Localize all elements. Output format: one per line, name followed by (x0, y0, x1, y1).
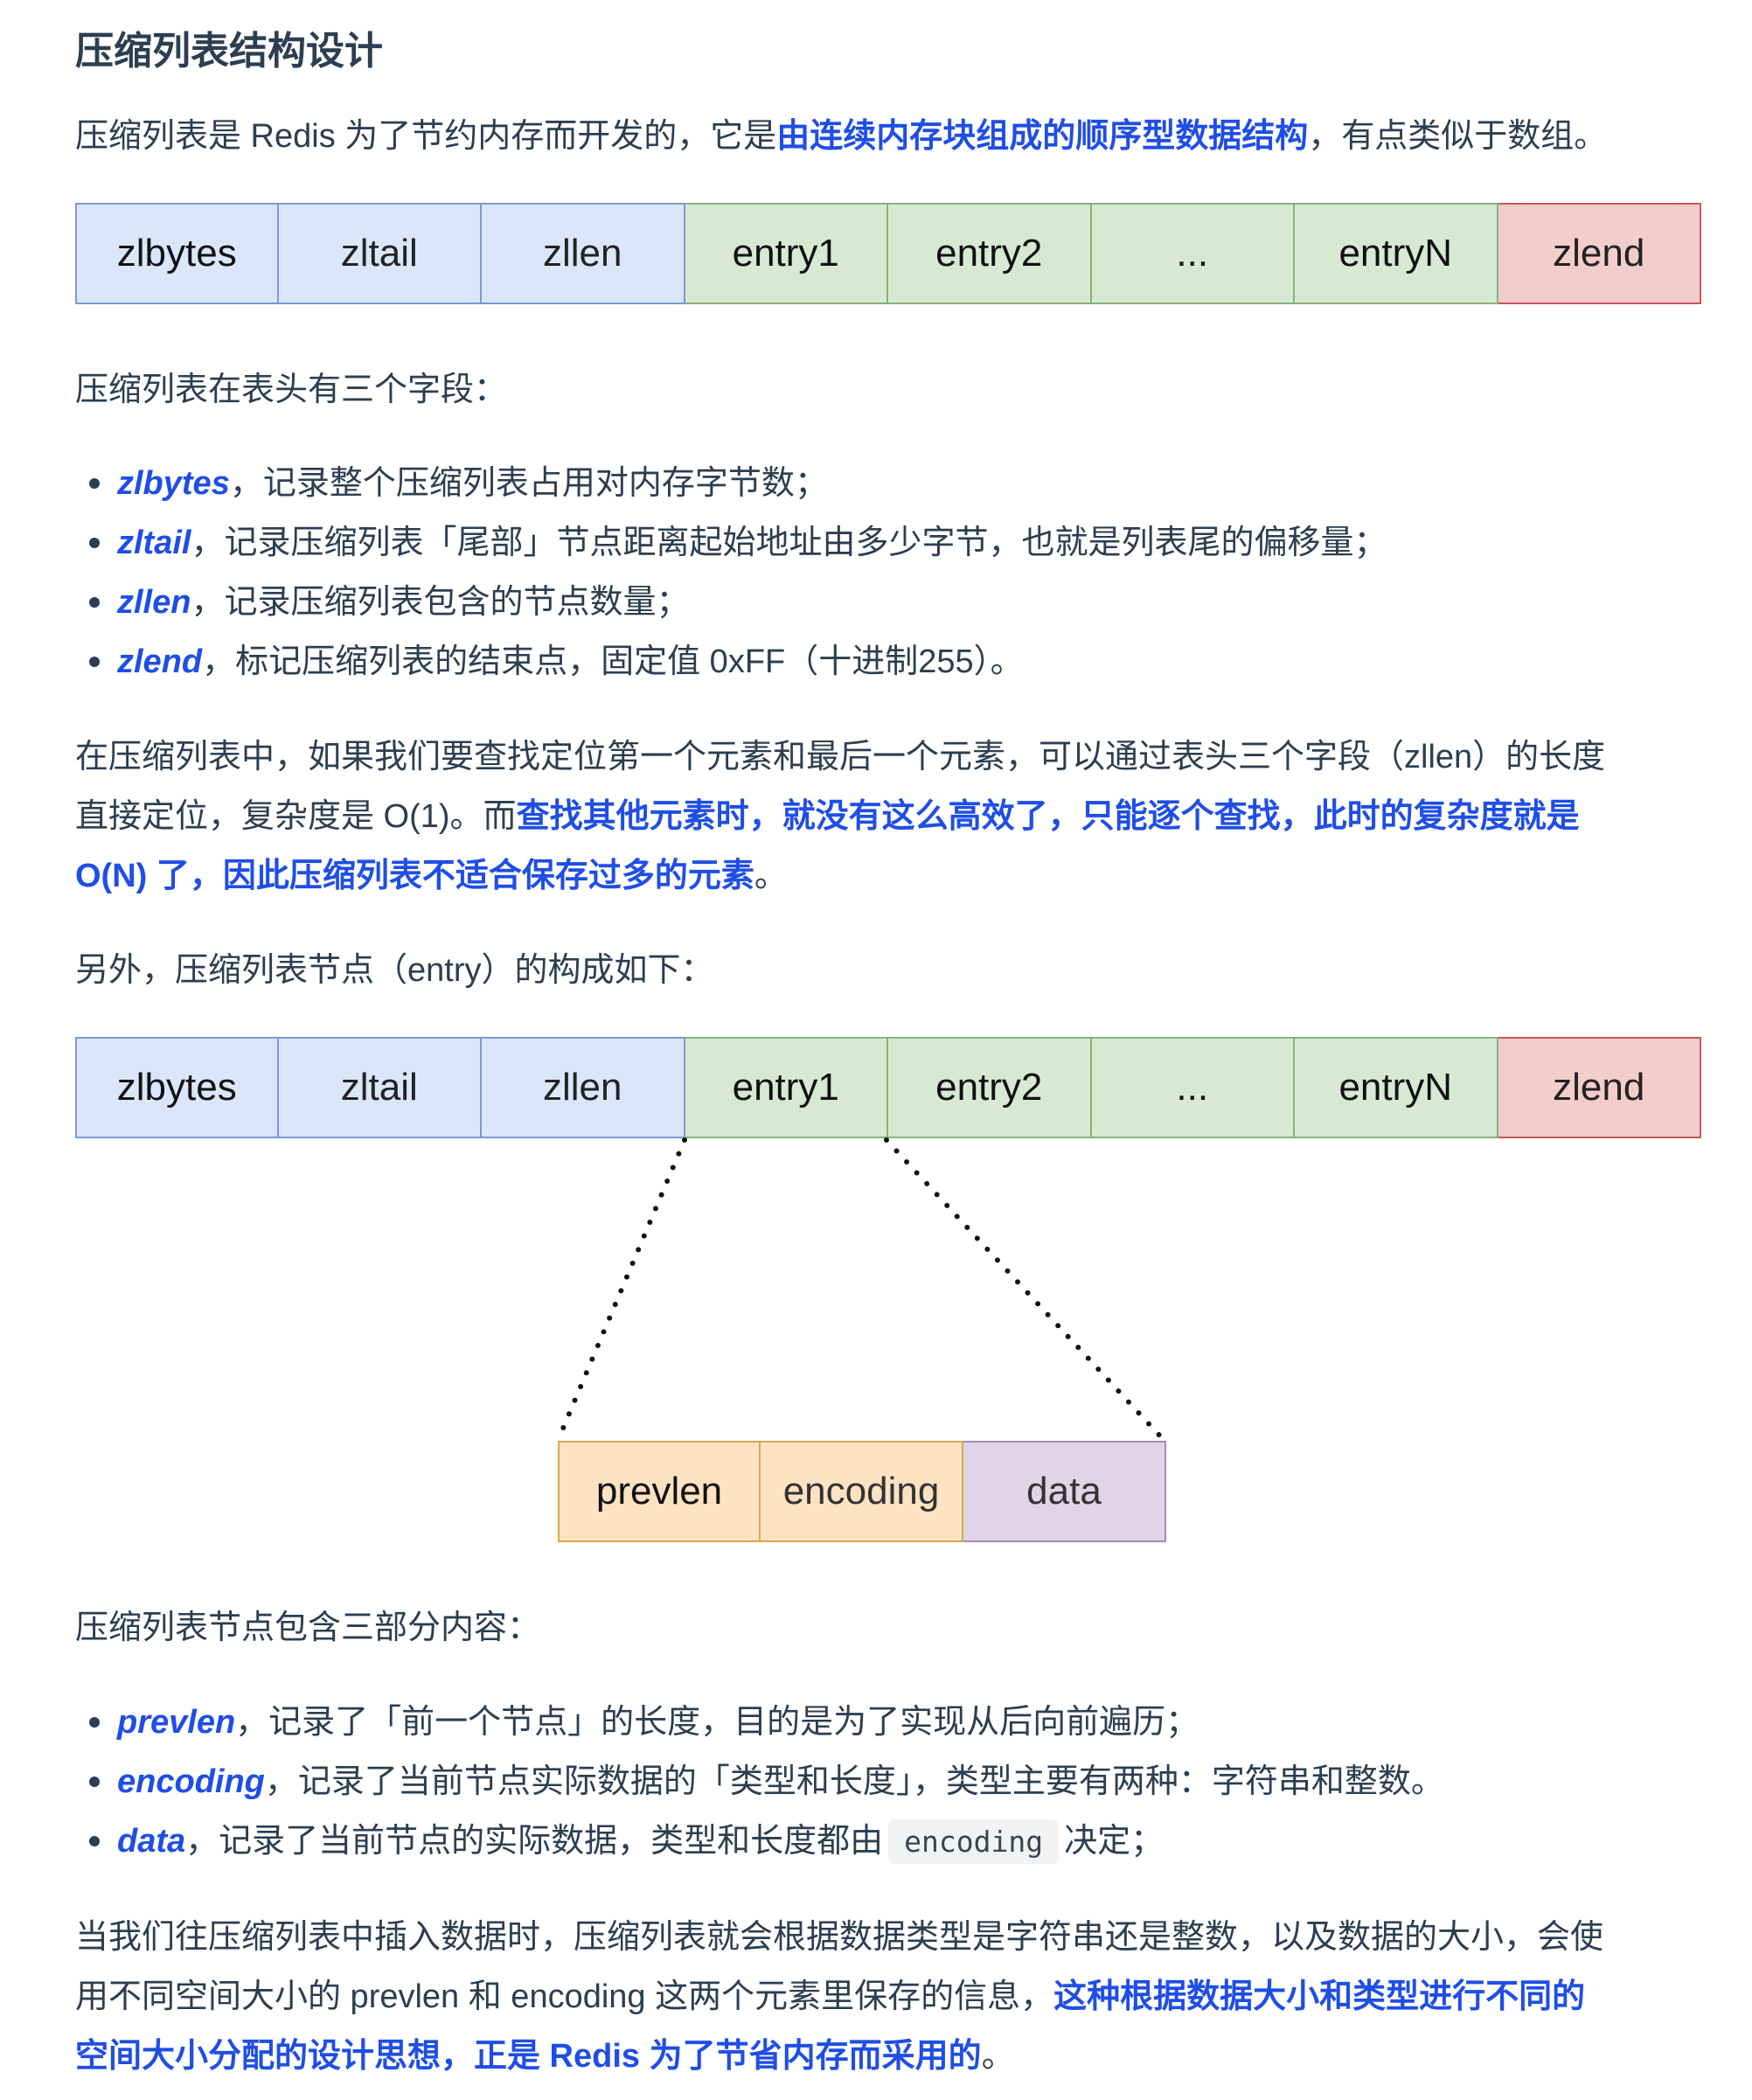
entry-cell-prevlen: prevlen (558, 1441, 761, 1542)
ziplist-cell-entry1: entry1 (685, 1037, 888, 1138)
entry-cell-data: data (963, 1441, 1166, 1542)
dotted-line-left (555, 1137, 687, 1443)
part-name: data (117, 1823, 186, 1860)
field-name: zlbytes (117, 465, 230, 502)
ziplist-cell-entry2: entry2 (888, 1037, 1092, 1138)
conclusion-line2-prefix: 用不同空间大小的 prevlen 和 encoding 这两个元素里保存的信息， (75, 1978, 1054, 2015)
lookup-line3-highlight: O(N) 了，因此压缩列表不适合保存过多的元素 (75, 858, 754, 894)
field-name: zlend (117, 643, 203, 680)
intro-prefix: 压缩列表是 Redis 为了节约内存而开发的，它是 (75, 118, 777, 155)
ziplist-cell-zlend: zlend (1498, 203, 1701, 304)
ziplist-cell-ellipsis: ... (1091, 203, 1295, 304)
lookup-line1: 在压缩列表中，如果我们要查找定位第一个元素和最后一个元素，可以通过表头三个字段（… (75, 739, 1606, 775)
ziplist-cell-zllen: zllen (482, 1037, 685, 1138)
header-fields-intro: 压缩列表在表头有三个字段： (75, 372, 508, 408)
ziplist-diagram: zlbytes zltail zllen entry1 entry2 ... e… (75, 203, 1701, 304)
dotted-line-right (884, 1137, 1167, 1443)
field-name: zltail (117, 525, 191, 561)
list-item: zllen，记录压缩列表包含的节点数量； (75, 573, 1387, 632)
ziplist-cell-entryN: entryN (1295, 203, 1498, 304)
ziplist-cell-zltail: zltail (278, 203, 482, 304)
ziplist-cell-entryN: entryN (1295, 1037, 1498, 1138)
entry-cell-encoding: encoding (761, 1441, 963, 1542)
conclusion-line3-highlight: 空间大小分配的设计思想，正是 Redis 为了节省内存而采用的 (75, 2038, 982, 2075)
part-desc: ，记录了「前一个节点」的长度，目的是为了实现从后向前遍历； (235, 1704, 1199, 1741)
part-name: encoding (117, 1763, 265, 1800)
ziplist-cell-zlend: zlend (1498, 1037, 1701, 1138)
field-name: zllen (117, 584, 191, 621)
ziplist-cell-zllen: zllen (482, 203, 685, 304)
lookup-line2-highlight: 查找其他元素时，就没有这么高效了，只能逐个查找，此时的复杂度就是 (516, 798, 1580, 835)
field-desc: ，记录压缩列表包含的节点数量； (191, 584, 690, 621)
list-item: prevlen，记录了「前一个节点」的长度，目的是为了实现从后向前遍历； (75, 1693, 1444, 1752)
ziplist-cell-zlbytes: zlbytes (75, 1037, 279, 1138)
ziplist-cell-zlbytes: zlbytes (75, 203, 279, 304)
entry-structure-diagram: prevlen encoding data (558, 1441, 1166, 1542)
part-name: prevlen (117, 1704, 236, 1741)
ziplist-cell-entry2: entry2 (888, 203, 1092, 304)
lookup-paragraph: 在压缩列表中，如果我们要查找定位第一个元素和最后一个元素，可以通过表头三个字段（… (75, 727, 1605, 906)
list-item: zlend，标记压缩列表的结束点，固定值 0xFF（十进制255）。 (75, 632, 1387, 692)
intro-paragraph: 压缩列表是 Redis 为了节约内存而开发的，它是由连续内存块组成的顺序型数据结… (75, 107, 1607, 166)
list-item: zlbytes，记录整个压缩列表占用对内存字节数； (75, 454, 1387, 513)
list-item: encoding，记录了当前节点实际数据的「类型和长度」，类型主要有两种：字符串… (75, 1752, 1444, 1811)
part-desc: ，记录了当前节点实际数据的「类型和长度」，类型主要有两种：字符串和整数。 (264, 1763, 1444, 1800)
header-fields-list: zlbytes，记录整个压缩列表占用对内存字节数； zltail，记录压缩列表「… (75, 454, 1387, 692)
part-desc: ，记录了当前节点的实际数据，类型和长度都由 (185, 1823, 884, 1860)
ziplist-cell-ellipsis: ... (1091, 1037, 1295, 1138)
ziplist-cell-entry1: entry1 (685, 203, 888, 304)
lookup-line2: 直接定位，复杂度是 O(1)。而查找其他元素时，就没有这么高效了，只能逐个查找，… (75, 787, 1605, 846)
inline-code: encoding (888, 1819, 1060, 1864)
conclusion-line1: 当我们往压缩列表中插入数据时，压缩列表就会根据数据类型是字符串还是整数，以及数据… (75, 1919, 1604, 1956)
expansion-dotted-lines (555, 1137, 1167, 1443)
conclusion-line2-highlight: 这种根据数据大小和类型进行不同的 (1053, 1978, 1586, 2015)
lookup-line2-prefix: 直接定位，复杂度是 O(1)。而 (75, 798, 517, 835)
conclusion-line3-suffix: 。 (981, 2038, 1015, 2075)
ziplist-cell-zltail: zltail (278, 1037, 482, 1138)
field-desc: ，记录整个压缩列表占用对内存字节数； (229, 465, 828, 502)
field-desc: ，标记压缩列表的结束点，固定值 0xFF（十进制255）。 (202, 643, 1024, 680)
conclusion-paragraph: 当我们往压缩列表中插入数据时，压缩列表就会根据数据类型是字符串还是整数，以及数据… (75, 1908, 1603, 2086)
entry-parts-list: prevlen，记录了「前一个节点」的长度，目的是为了实现从后向前遍历； enc… (75, 1693, 1444, 1872)
lookup-line3: O(N) 了，因此压缩列表不适合保存过多的元素。 (75, 846, 1605, 906)
section-heading: 压缩列表结构设计 (75, 30, 383, 73)
lookup-line3-suffix: 。 (754, 858, 788, 894)
intro-suffix: ，有点类似于数组。 (1308, 118, 1608, 155)
part-desc-suffix: 决定； (1064, 1823, 1165, 1860)
list-item: zltail，记录压缩列表「尾部」节点距离起始地址由多少字节，也就是列表尾的偏移… (75, 513, 1387, 573)
intro-highlight: 由连续内存块组成的顺序型数据结构 (776, 118, 1309, 155)
field-desc: ，记录压缩列表「尾部」节点距离起始地址由多少字节，也就是列表尾的偏移量； (191, 525, 1387, 561)
entry-parts-intro: 压缩列表节点包含三部分内容： (75, 1610, 541, 1646)
ziplist-entry-diagram: zlbytes zltail zllen entry1 entry2 ... e… (75, 1037, 1701, 1138)
conclusion-line3: 空间大小分配的设计思想，正是 Redis 为了节省内存而采用的。 (75, 2027, 1603, 2086)
conclusion-line2: 用不同空间大小的 prevlen 和 encoding 这两个元素里保存的信息，… (75, 1967, 1603, 2027)
entry-intro: 另外，压缩列表节点（entry）的构成如下： (75, 952, 714, 989)
